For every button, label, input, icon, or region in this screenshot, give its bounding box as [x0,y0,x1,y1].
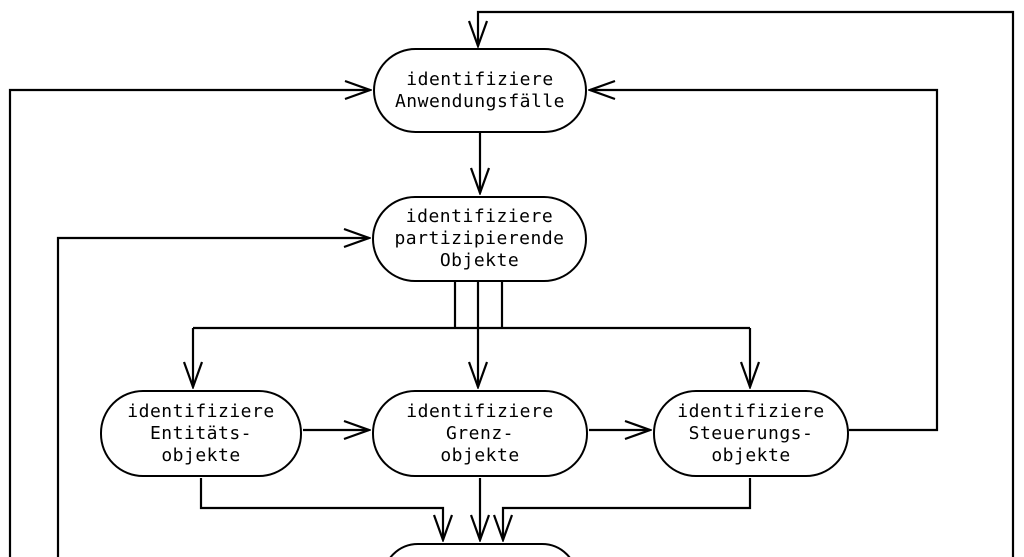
node-bottom-partial [382,543,578,557]
edge-entitaets-to-bottom [199,478,443,540]
edge-outer-left-loop-to-anwendungsfaelle [8,90,370,557]
node-identifiziere-steuerungsobjekte: identifiziere Steuerungs- objekte [653,390,849,477]
edge-steuerungs-to-anwendungsfaelle [590,90,939,432]
node-identifiziere-entitaetsobjekte: identifiziere Entitäts- objekte [100,390,302,477]
node-identifiziere-grenzobjekte: identifiziere Grenz- objekte [372,390,588,477]
edge-outer-right-loop-to-anwendungsfaelle-top [478,10,1015,557]
node-identifiziere-anwendungsfaelle: identifiziere Anwendungsfälle [373,48,587,133]
node-identifiziere-partizipierende-objekte: identifiziere partizipierende Objekte [372,196,587,282]
edge-inner-left-loop-to-partizipierende [56,238,369,557]
edge-steuerungs-to-bottom [503,478,752,540]
